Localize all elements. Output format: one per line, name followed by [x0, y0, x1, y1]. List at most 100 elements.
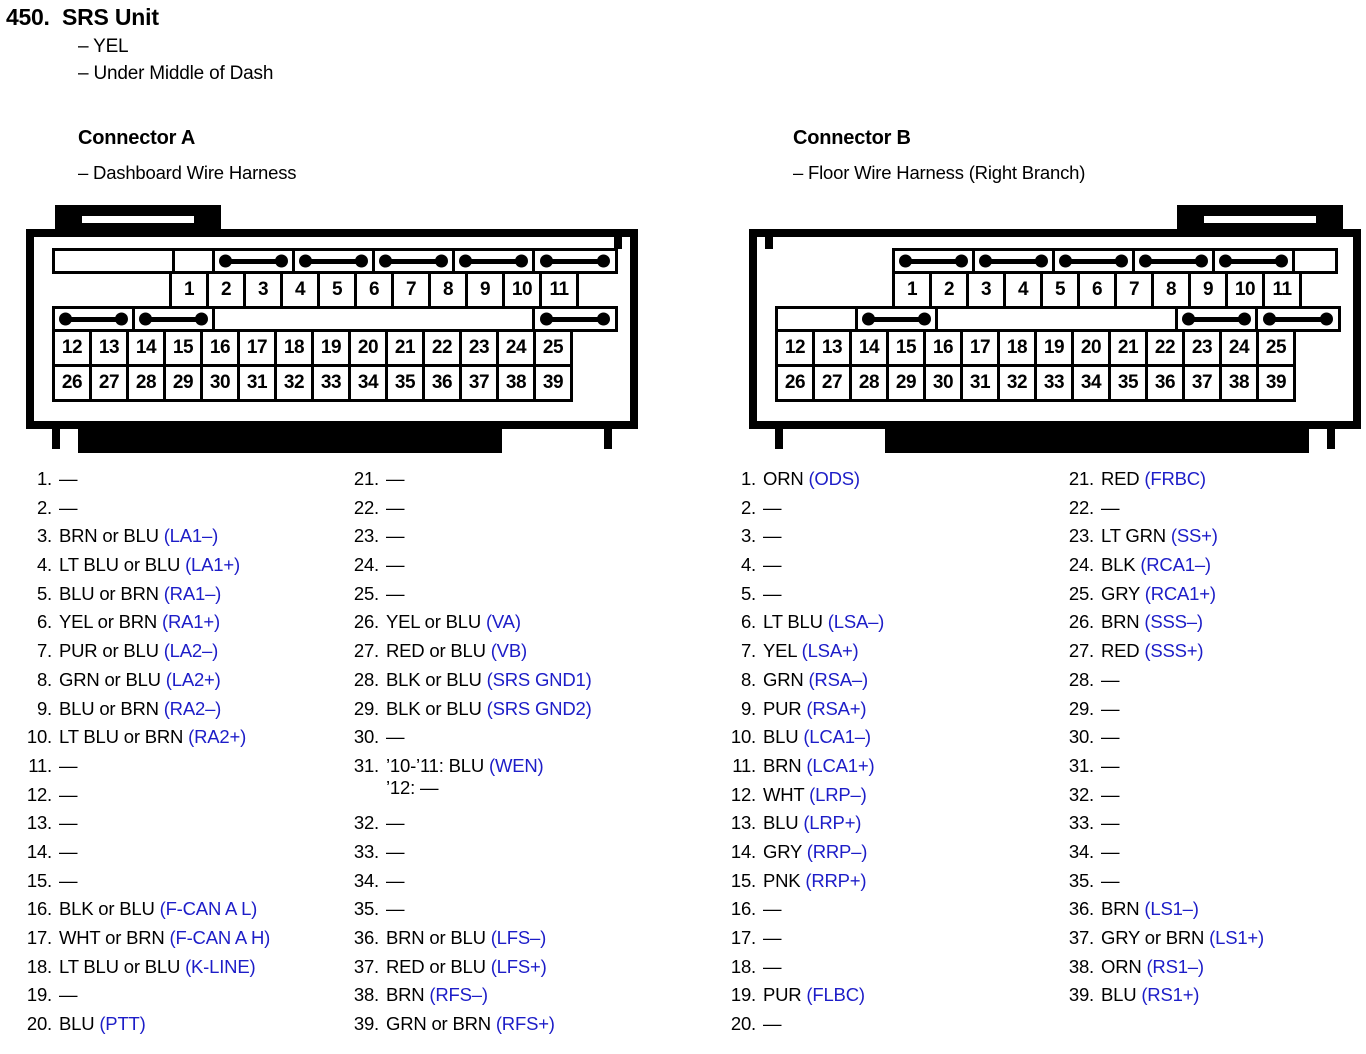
pin-list-number: 19.: [26, 984, 52, 1006]
pin-link-bar: [543, 316, 607, 322]
pin-list-item: 31.’10-’11: BLU (WEN)’12: —: [345, 755, 675, 812]
pin-link-bar: [1223, 258, 1284, 264]
pin-list-item: 31.—: [1060, 755, 1366, 784]
pin-list-number: 20.: [26, 1013, 52, 1035]
pin-cell: 11: [1262, 271, 1302, 309]
pin-cell: 39: [533, 364, 573, 402]
pin-list-signal-code: (RFS+): [495, 1013, 555, 1035]
pin-cell: 34: [348, 364, 388, 402]
pin-list-item: 23.—: [345, 525, 675, 554]
pin-list-number: 36.: [353, 927, 379, 949]
pin-list-value-wrap: —: [386, 898, 405, 920]
pin-list-item: 27.RED or BLU (VB): [345, 640, 675, 669]
pin-list-number: 30.: [353, 726, 379, 748]
pin-list-item: 11.—: [18, 755, 348, 784]
pin-list-value-wrap: BLU or BRN (RA1–): [59, 583, 221, 605]
pin-list-wire-color: WHT or BRN (F-CAN A H): [59, 927, 271, 948]
pin-list-wire-color: —: [386, 840, 405, 862]
pin-list-wire-color: —: [59, 812, 78, 834]
pin-list-item: 8.GRN (RSA–): [722, 669, 1052, 698]
pin-list-number: 14.: [26, 840, 52, 862]
pin-list-value-wrap: —: [386, 525, 405, 547]
connector-b-pinlist-left: 1.ORN (ODS)2.—3.—4.—5.—6.LT BLU (LSA–)7.…: [722, 468, 1052, 1042]
pin-list-number: 18.: [26, 955, 52, 977]
pin-list-item: 14.—: [18, 841, 348, 870]
pin-list-value-wrap: —: [1101, 726, 1120, 748]
pin-cell: 27: [812, 364, 852, 402]
pin-list-value-wrap: —: [386, 812, 405, 834]
connector-top-link-strip: [52, 248, 618, 274]
pin-cell: 37: [459, 364, 499, 402]
pin-list-item: 14.GRY (RRP–): [722, 841, 1052, 870]
pin-list-item: 26.YEL or BLU (VA): [345, 611, 675, 640]
pin-list-number: 21.: [353, 468, 379, 489]
pin-list-value-wrap: —: [1101, 698, 1120, 720]
pin-list-number: 32.: [353, 812, 379, 834]
pin-cell: 22: [1145, 329, 1185, 367]
pin-list-wire-color: —: [1101, 840, 1120, 862]
pin-cell: 13: [89, 329, 129, 367]
pin-list-item: 20.—: [722, 1013, 1052, 1042]
pin-list-wire-color: —: [386, 496, 405, 518]
pin-list-item: 38.ORN (RS1–): [1060, 956, 1366, 985]
pin-list-number: 7.: [36, 640, 52, 662]
pin-list-value-wrap: BLK or BLU (SRS GND1): [386, 669, 592, 691]
pin-link-bar: [1143, 258, 1204, 264]
pin-cell: 35: [1108, 364, 1148, 402]
pin-list-item: 9.PUR (RSA+): [722, 698, 1052, 727]
pin-list-item: 13.—: [18, 812, 348, 841]
pin-link-bar-slot: [535, 251, 615, 271]
pin-list-signal-code: (F-CAN A H): [169, 927, 271, 948]
pin-list-wire-color: PUR (FLBC): [763, 984, 865, 1006]
pin-link-bar: [383, 258, 444, 264]
pin-list-wire-color: —: [1101, 668, 1120, 690]
pin-link-bar-slot: [1178, 309, 1258, 329]
pin-list-value-wrap: —: [59, 497, 78, 519]
pin-cell: 30: [923, 364, 963, 402]
pin-empty-slot: [215, 309, 535, 329]
pin-list-item: 7. PUR or BLU (LA2–): [18, 640, 348, 669]
pin-cell: 15: [886, 329, 926, 367]
pin-list-wire-color: —: [763, 927, 782, 948]
pin-link-bar-slot: [858, 309, 938, 329]
pin-list-signal-code: (RRP–): [806, 840, 868, 862]
pin-list-number: 26.: [353, 611, 379, 633]
pin-cell: 19: [1034, 329, 1074, 367]
pin-list-signal-code: (LRP+): [803, 812, 862, 834]
pin-cell: 17: [960, 329, 1000, 367]
pin-list-wire-color: BLU or BRN (RA2–): [59, 697, 222, 719]
page-header: 450. SRS Unit – YEL – Under Middle of Da…: [6, 4, 806, 85]
pin-list-wire-color: PUR or BLU (LA2–): [59, 640, 219, 662]
pin-list-value-wrap: BRN or BLU (LA1–): [59, 525, 218, 547]
pin-list-wire-color: —: [59, 984, 78, 1006]
pin-link-bar-slot: [1135, 251, 1215, 271]
pin-list-value-wrap: —: [1101, 870, 1120, 892]
pin-list-value-wrap: —: [386, 726, 405, 748]
pin-list-number: 11.: [28, 754, 52, 776]
pin-cell: 32: [274, 364, 314, 402]
pin-list-value-wrap: BLU or BRN (RA2–): [59, 698, 221, 720]
pin-list-wire-color: BLU (LCA1–): [763, 726, 871, 748]
pin-list-number: 8.: [36, 668, 52, 690]
connector-foot-block: [885, 427, 1309, 453]
pin-list-value-wrap: GRY (RRP–): [763, 841, 867, 863]
pin-list-item: 13.BLU (LRP+): [722, 812, 1052, 841]
pin-list-item: 22.—: [1060, 497, 1366, 526]
pin-empty-slot: [938, 309, 1178, 329]
pin-list-wire-color: LT GRN (SS+): [1101, 525, 1218, 547]
pin-cell: 34: [1071, 364, 1111, 402]
pin-list-value-wrap: ’10-’11: BLU (WEN)’12: —: [386, 755, 544, 799]
pin-link-bar: [866, 316, 927, 322]
pin-cell: 19: [311, 329, 351, 367]
pin-list-number: 7.: [740, 640, 756, 662]
pin-list-wire-color: —: [59, 869, 78, 891]
pin-list-signal-code: (LA1–): [163, 525, 219, 547]
pin-list-value-wrap: —: [763, 497, 782, 519]
pin-cell: 9: [465, 271, 505, 309]
pin-link-bar-slot: [895, 251, 975, 271]
pin-list-item: 4.LT BLU or BLU (LA1+): [18, 554, 348, 583]
pin-list-number: 5.: [36, 582, 52, 604]
pin-list-item: 35.—: [1060, 870, 1366, 899]
pin-link-bar: [1266, 316, 1330, 322]
